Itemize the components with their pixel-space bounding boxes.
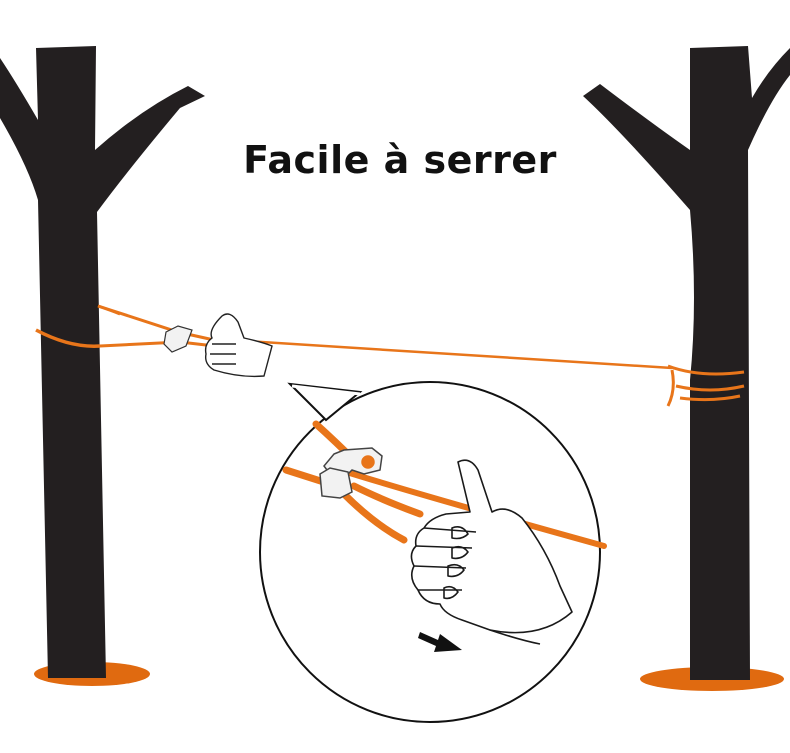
page-title: Facile à serrer xyxy=(243,138,557,182)
right-rope-wrap xyxy=(666,364,745,407)
rope-tensioner xyxy=(319,447,383,499)
small-tensioner xyxy=(163,325,193,353)
rope-main-line xyxy=(229,338,673,370)
small-hand xyxy=(204,313,273,378)
hand-illustration xyxy=(410,459,573,645)
right-tree xyxy=(583,46,790,680)
pull-arrow-icon xyxy=(418,632,462,652)
left-tree xyxy=(0,46,205,678)
left-rope-wrap xyxy=(35,328,101,348)
